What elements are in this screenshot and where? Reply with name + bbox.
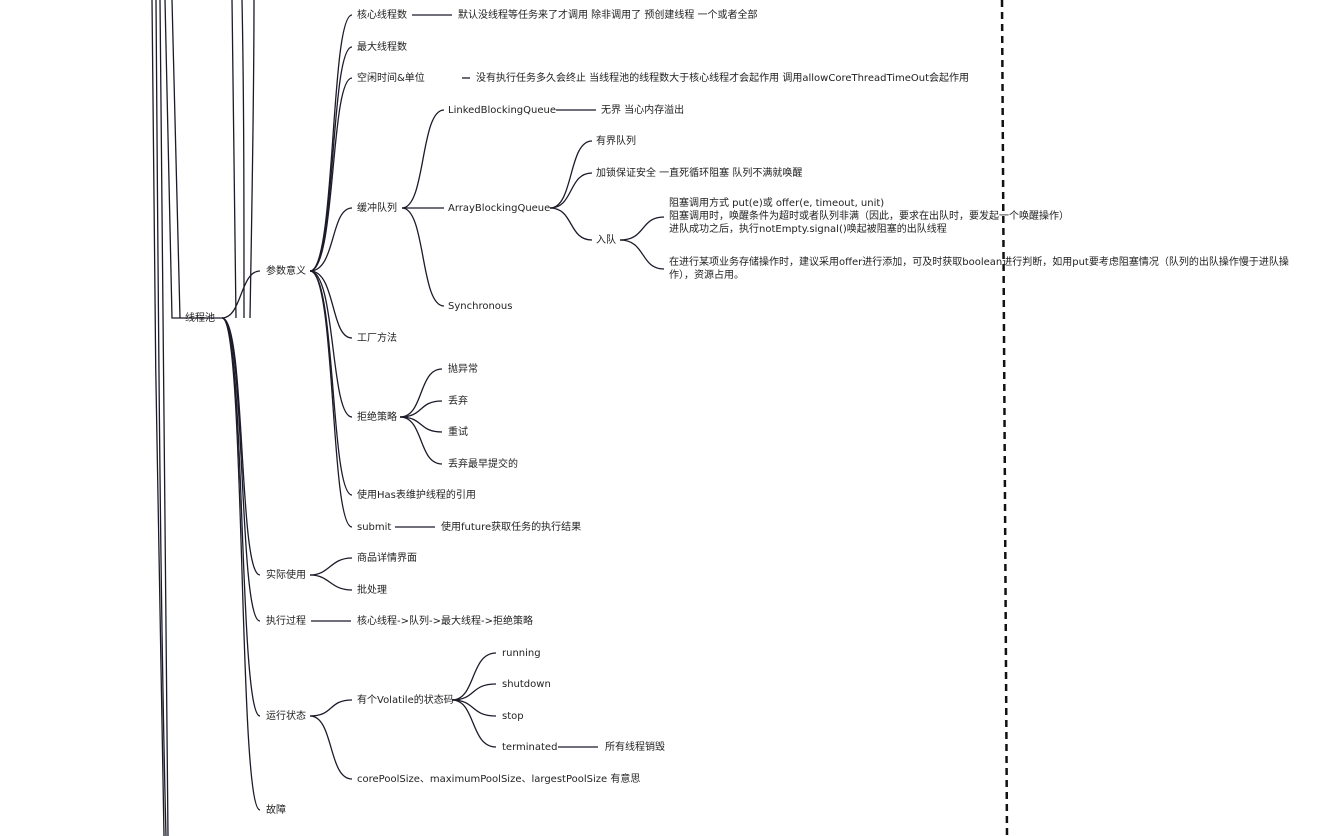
note-enqueue-line-2: 阻塞调用时，唤醒条件为超时或者队列非满（因此，要求在出队时，要发起一个唤醒操作） (669, 211, 1069, 222)
node-enqueue[interactable]: 入队 (596, 235, 616, 246)
note-enqueue-advice[interactable]: 在进行某项业务存储操作时，建议采用offer进行添加，可及时获取boolean进… (669, 256, 1289, 282)
node-state-running[interactable]: running (502, 648, 541, 659)
note-idle-time[interactable]: 没有执行任务多久会终止 当线程池的线程数大于核心线程才会起作用 调用allowC… (476, 73, 970, 84)
note-core-threads[interactable]: 默认没线程等任务来了才调用 除非调用了 预创建线程 一个或者全部 (458, 10, 758, 21)
node-volatile-state[interactable]: 有个Volatile的状态码 (357, 695, 454, 706)
node-linked-blocking-queue[interactable]: LinkedBlockingQueue (448, 105, 556, 116)
node-state-terminated[interactable]: terminated (502, 742, 558, 753)
node-max-threads[interactable]: 最大线程数 (357, 42, 407, 53)
note-terminated[interactable]: 所有线程销毁 (605, 742, 665, 753)
note-enqueue-blocking[interactable]: 阻塞调用方式 put(e)或 offer(e, timeout, unit) 阻… (669, 197, 1069, 236)
note-exec-flow[interactable]: 核心线程->队列->最大线程->拒绝策略 (357, 616, 533, 627)
node-usage[interactable]: 实际使用 (266, 570, 306, 581)
node-synchronous[interactable]: Synchronous (448, 301, 513, 312)
node-pool-sizes[interactable]: corePoolSize、maximumPoolSize、largestPool… (357, 774, 641, 785)
note-advice-line-2: 作），资源占用。 (669, 270, 744, 281)
note-enqueue-line-3: 进队成功之后，执行notEmpty.signal()唤起被阻塞的出队线程 (669, 224, 947, 235)
node-usage-batch[interactable]: 批处理 (357, 585, 387, 596)
node-lock-safety[interactable]: 加锁保证安全 一直死循环阻塞 队列不满就唤醒 (596, 168, 803, 179)
node-reject-policy[interactable]: 拒绝策略 (357, 412, 397, 423)
node-reject-throw[interactable]: 抛异常 (448, 364, 478, 375)
node-reject-discard[interactable]: 丢弃 (448, 396, 468, 407)
node-core-threads[interactable]: 核心线程数 (357, 10, 407, 21)
node-submit[interactable]: submit (357, 522, 392, 533)
node-idle-time[interactable]: 空闲时间&单位 (357, 73, 425, 84)
note-enqueue-line-1: 阻塞调用方式 put(e)或 offer(e, timeout, unit) (669, 198, 885, 209)
node-usage-product-page[interactable]: 商品详情界面 (357, 553, 417, 564)
node-exec[interactable]: 执行过程 (266, 616, 306, 627)
node-state-stop[interactable]: stop (502, 711, 524, 722)
node-state-shutdown[interactable]: shutdown (502, 679, 551, 690)
node-factory[interactable]: 工厂方法 (357, 333, 397, 344)
node-fault[interactable]: 故障 (266, 805, 286, 816)
node-hash-table[interactable]: 使用Has表维护线程的引用 (357, 490, 476, 501)
note-linked-blocking-queue[interactable]: 无界 当心内存溢出 (601, 105, 685, 116)
note-submit[interactable]: 使用future获取任务的执行结果 (441, 522, 582, 533)
node-thread-pool[interactable]: 线程池 (185, 313, 215, 324)
node-buffer-queue[interactable]: 缓冲队列 (357, 203, 397, 214)
node-params[interactable]: 参数意义 (266, 266, 306, 277)
node-reject-retry[interactable]: 重试 (448, 427, 468, 438)
note-advice-line-1: 在进行某项业务存储操作时，建议采用offer进行添加，可及时获取boolean进… (669, 257, 1289, 268)
node-bounded-queue[interactable]: 有界队列 (596, 136, 636, 147)
node-reject-discard-oldest[interactable]: 丢弃最早提交的 (448, 459, 518, 470)
node-state[interactable]: 运行状态 (266, 711, 306, 722)
node-array-blocking-queue[interactable]: ArrayBlockingQueue (448, 203, 551, 214)
